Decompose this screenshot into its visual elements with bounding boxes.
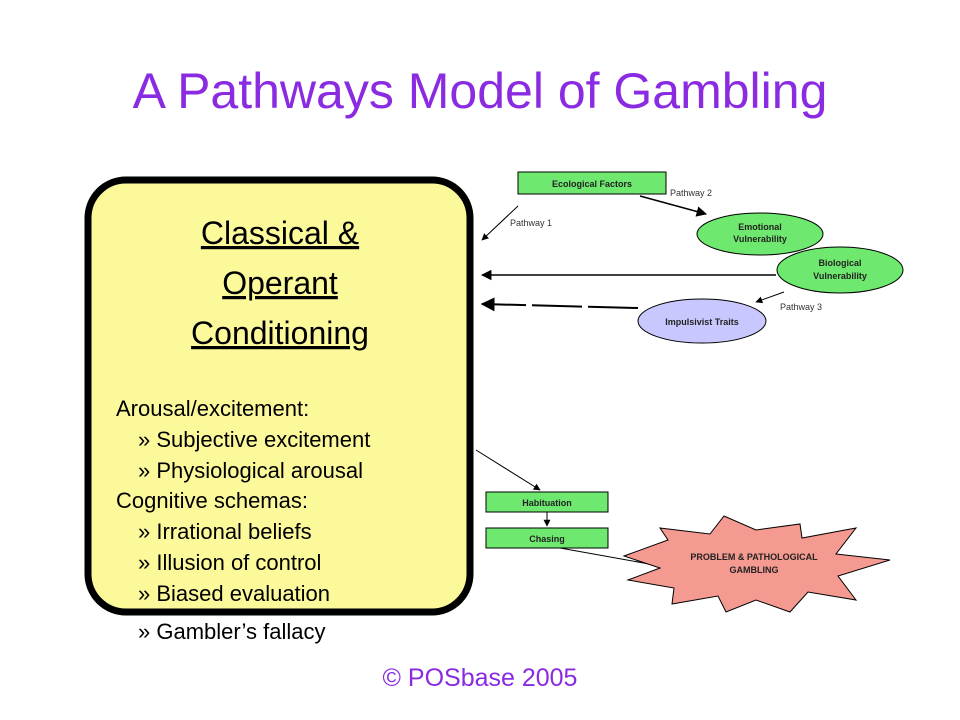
impulsivist-traits-label: Impulsivist Traits — [665, 317, 739, 327]
ecological-factors-label: Ecological Factors — [552, 179, 632, 189]
conditioning-box: Classical & Operant Conditioning Arousal… — [84, 176, 474, 644]
outcome-label-2: GAMBLING — [730, 565, 779, 575]
emotional-vulnerability-node: Emotional Vulnerability — [696, 212, 824, 256]
outcome-starburst-node: PROBLEM & PATHOLOGICAL GAMBLING — [622, 515, 891, 613]
biological-vulnerability-node: Biological Vulnerability — [776, 246, 904, 294]
list-item: » Gambler’s fallacy — [138, 619, 325, 644]
pathway-3-label: Pathway 3 — [780, 302, 822, 312]
arrow-pathway-2 — [639, 195, 708, 217]
slide-title: A Pathways Model of Gambling — [132, 63, 828, 119]
impulsivist-traits-node: Impulsivist Traits — [637, 298, 767, 344]
emotional-vulnerability-label-2: Vulnerability — [733, 234, 787, 244]
emotional-vulnerability-label-1: Emotional — [738, 222, 782, 232]
list-item: Cognitive schemas: — [116, 488, 308, 513]
biological-vulnerability-label-1: Biological — [818, 258, 861, 268]
list-item: » Irrational beliefs — [138, 519, 312, 544]
list-item: » Biased evaluation — [138, 581, 330, 606]
list-item: Arousal/excitement: — [116, 396, 309, 421]
conditioning-heading-line-3: Conditioning — [191, 315, 369, 351]
habituation-label: Habituation — [522, 498, 572, 508]
pathway-1-label: Pathway 1 — [510, 218, 552, 228]
outcome-label-1: PROBLEM & PATHOLOGICAL — [690, 552, 818, 562]
conditioning-heading-line-2: Operant — [222, 265, 338, 301]
biological-vulnerability-label-2: Vulnerability — [813, 271, 867, 281]
list-item: » Physiological arousal — [138, 458, 363, 483]
pathway-2-label: Pathway 2 — [670, 188, 712, 198]
arrow-to-habituation — [475, 449, 541, 491]
ecological-factors-node: Ecological Factors — [517, 171, 667, 195]
arrow-pathway-3 — [755, 291, 785, 304]
arrow-pathway-1 — [481, 205, 519, 241]
conditioning-heading-line-1: Classical & — [201, 215, 359, 251]
habituation-node: Habituation — [485, 491, 609, 513]
chasing-node: Chasing — [485, 527, 609, 549]
list-item: » Subjective excitement — [138, 427, 370, 452]
list-item: » Illusion of control — [138, 550, 321, 575]
copyright-footer: © POSbase 2005 — [382, 664, 578, 692]
chasing-label: Chasing — [529, 534, 565, 544]
arrow-impulsivist — [480, 297, 639, 312]
